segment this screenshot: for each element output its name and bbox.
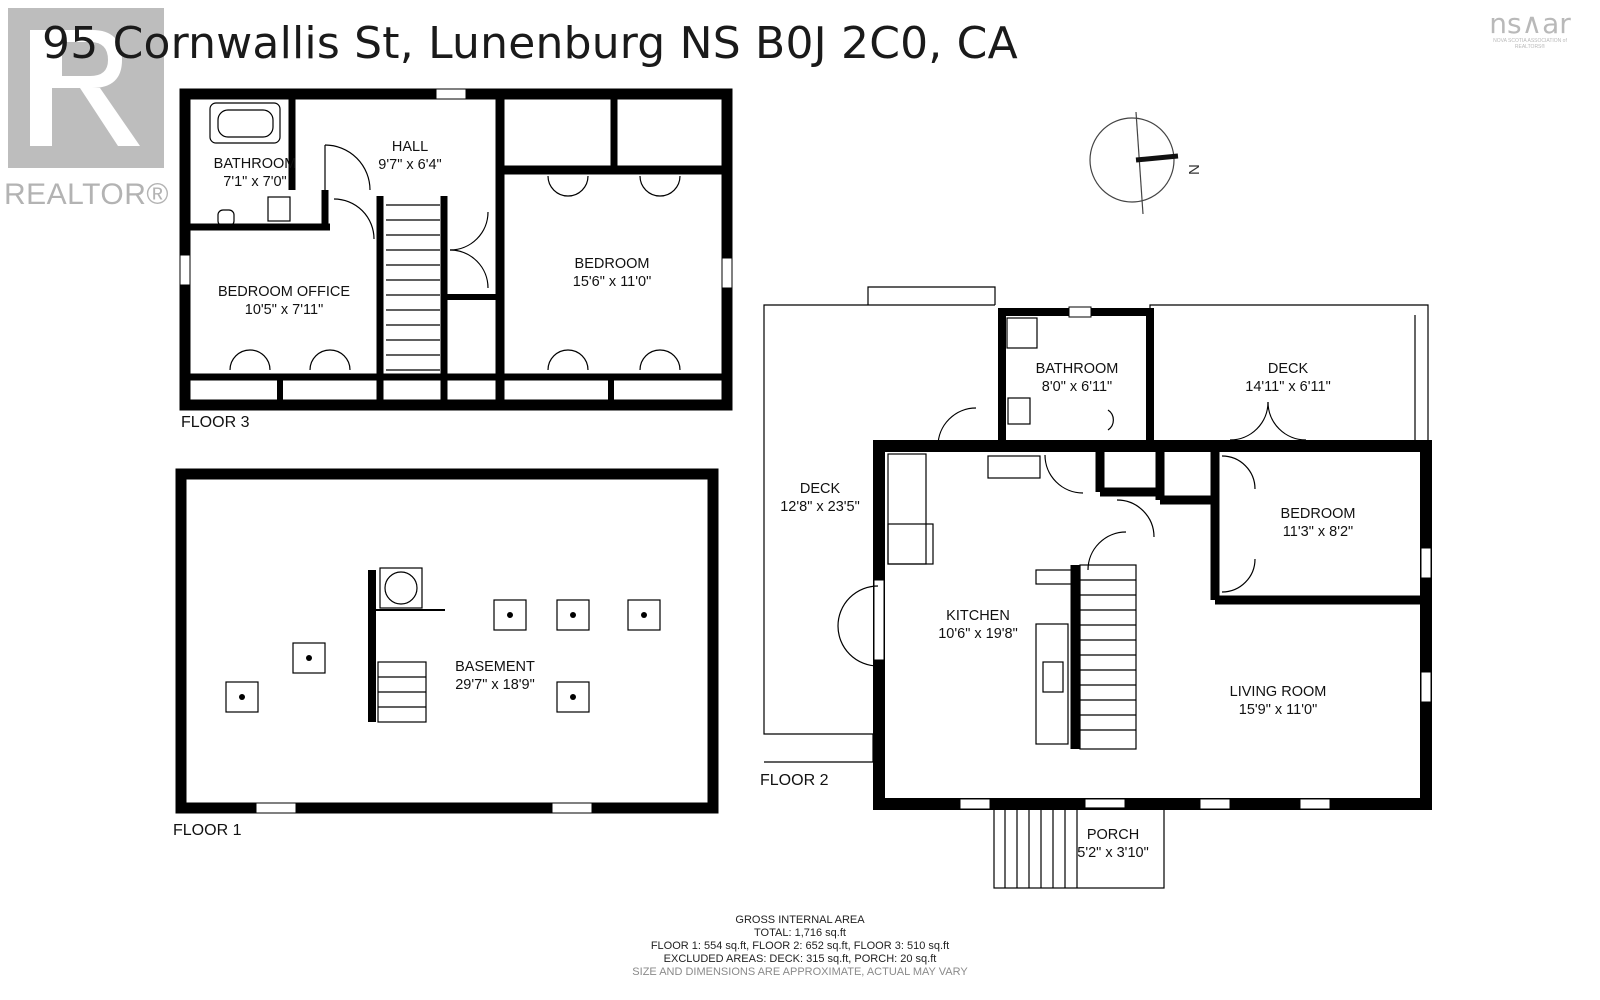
room-dims: 9'7" x 6'4" — [378, 157, 442, 173]
area-disclaimer: SIZE AND DIMENSIONS ARE APPROXIMATE, ACT… — [632, 966, 968, 978]
floor3-plan — [179, 88, 733, 411]
realtor-wordmark: REALTOR® — [4, 178, 169, 211]
area-summary: GROSS INTERNAL AREA TOTAL: 1,716 sq.ft F… — [0, 914, 1600, 979]
room-name: BASEMENT — [455, 659, 535, 675]
room-name: HALL — [391, 139, 429, 155]
room-name: PORCH — [1086, 827, 1140, 843]
floor2-deck-rear-label: DECK 14'11" x 6'11" — [1245, 360, 1330, 396]
page-title: 95 Cornwallis St, Lunenburg NS B0J 2C0, … — [42, 18, 1018, 69]
room-dims: 29'7" x 18'9" — [455, 677, 535, 693]
room-name: DECK — [1267, 361, 1309, 377]
floor3-bedroom-office-label: BEDROOM OFFICE 10'5" x 7'11" — [218, 283, 350, 319]
nsar-logo: ns∧ar NOVA SCOTIA ASSOCIATION of REALTOR… — [1480, 10, 1580, 58]
floor3-bathroom-label: BATHROOM 7'1" x 7'0" — [214, 155, 297, 191]
realtor-logo: REALTOR® — [0, 0, 180, 215]
floor2-deck-side-label: DECK 12'8" x 23'5" — [780, 480, 860, 516]
floor1-label: FLOOR 1 — [173, 822, 242, 839]
area-by-floor: FLOOR 1: 554 sq.ft, FLOOR 2: 652 sq.ft, … — [650, 940, 950, 952]
floor1-plan — [175, 468, 719, 814]
room-dims: 15'6" x 11'0" — [572, 274, 652, 290]
area-excluded: EXCLUDED AREAS: DECK: 315 sq.ft, PORCH: … — [663, 953, 937, 965]
area-total: TOTAL: 1,716 sq.ft — [754, 927, 846, 939]
room-name: BEDROOM — [574, 256, 650, 272]
room-dims: 10'6" x 19'8" — [938, 626, 1018, 642]
room-name: LIVING ROOM — [1229, 684, 1327, 700]
floor3-bedroom-label: BEDROOM 15'6" x 11'0" — [573, 255, 651, 291]
room-name: BEDROOM — [1280, 506, 1356, 522]
floor2-label: FLOOR 2 — [760, 772, 829, 789]
room-dims: 14'11" x 6'11" — [1245, 379, 1331, 395]
floor2-bedroom-label: BEDROOM 11'3" x 8'2" — [1281, 505, 1356, 541]
floor1-basement-label: BASEMENT 29'7" x 18'9" — [455, 658, 535, 694]
compass-north-label: N — [1186, 164, 1203, 175]
room-name: BATHROOM — [213, 156, 297, 172]
floor2-kitchen-label: KITCHEN 10'6" x 19'8" — [938, 607, 1018, 643]
floor2-living-room-label: LIVING ROOM 15'9" x 11'0" — [1230, 683, 1327, 719]
room-name: BATHROOM — [1035, 361, 1119, 377]
room-dims: 7'1" x 7'0" — [223, 174, 287, 190]
room-dims: 8'0" x 6'11" — [1041, 379, 1113, 395]
room-dims: 15'9" x 11'0" — [1238, 702, 1318, 718]
nsar-wordmark: ns∧ar — [1489, 7, 1571, 40]
floor2-bathroom-label: BATHROOM 8'0" x 6'11" — [1036, 360, 1119, 396]
floor3-label: FLOOR 3 — [181, 414, 250, 431]
nsar-subtext: NOVA SCOTIA ASSOCIATION of REALTORS® — [1493, 38, 1567, 50]
area-summary-heading: GROSS INTERNAL AREA — [735, 914, 865, 926]
room-dims: 5'2" x 3'10" — [1077, 845, 1149, 861]
floor2-porch-label: PORCH 5'2" x 3'10" — [1077, 826, 1148, 862]
room-name: BEDROOM OFFICE — [217, 284, 351, 300]
compass: N — [1089, 111, 1203, 215]
floor3-hall-label: HALL 9'7" x 6'4" — [378, 138, 441, 174]
room-dims: 11'3" x 8'2" — [1282, 524, 1354, 540]
floor2-plan — [763, 286, 1432, 889]
room-name: KITCHEN — [946, 608, 1010, 624]
room-dims: 12'8" x 23'5" — [780, 499, 860, 515]
room-dims: 10'5" x 7'11" — [244, 302, 324, 318]
room-name: DECK — [799, 481, 841, 497]
